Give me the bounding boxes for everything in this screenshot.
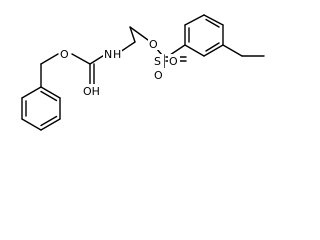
carbamate-chain bbox=[40, 53, 107, 88]
sulfonate-oxygen-label: O bbox=[149, 38, 158, 51]
ester-oxygen-label: O bbox=[60, 48, 69, 61]
sulfonyl-oxygen-right-label: O bbox=[169, 55, 178, 68]
structure-diagram: O N H OH O S O O bbox=[21, 14, 265, 131]
sulfonyl-oxygen-bottom-label: O bbox=[154, 69, 163, 82]
hydroxyl-label: OH bbox=[83, 85, 100, 98]
tolyl-ring bbox=[184, 14, 265, 57]
ethyl-linker bbox=[119, 26, 149, 53]
amide-nitrogen-label: N bbox=[104, 48, 112, 61]
sulfur-label: S bbox=[154, 55, 161, 68]
molecule-drawing: O N H OH O S O O bbox=[21, 14, 265, 131]
atom-labels: O N H OH O S O O bbox=[59, 37, 180, 98]
amide-hydrogen-label: H bbox=[113, 48, 121, 61]
benzyl-ring bbox=[21, 86, 61, 131]
